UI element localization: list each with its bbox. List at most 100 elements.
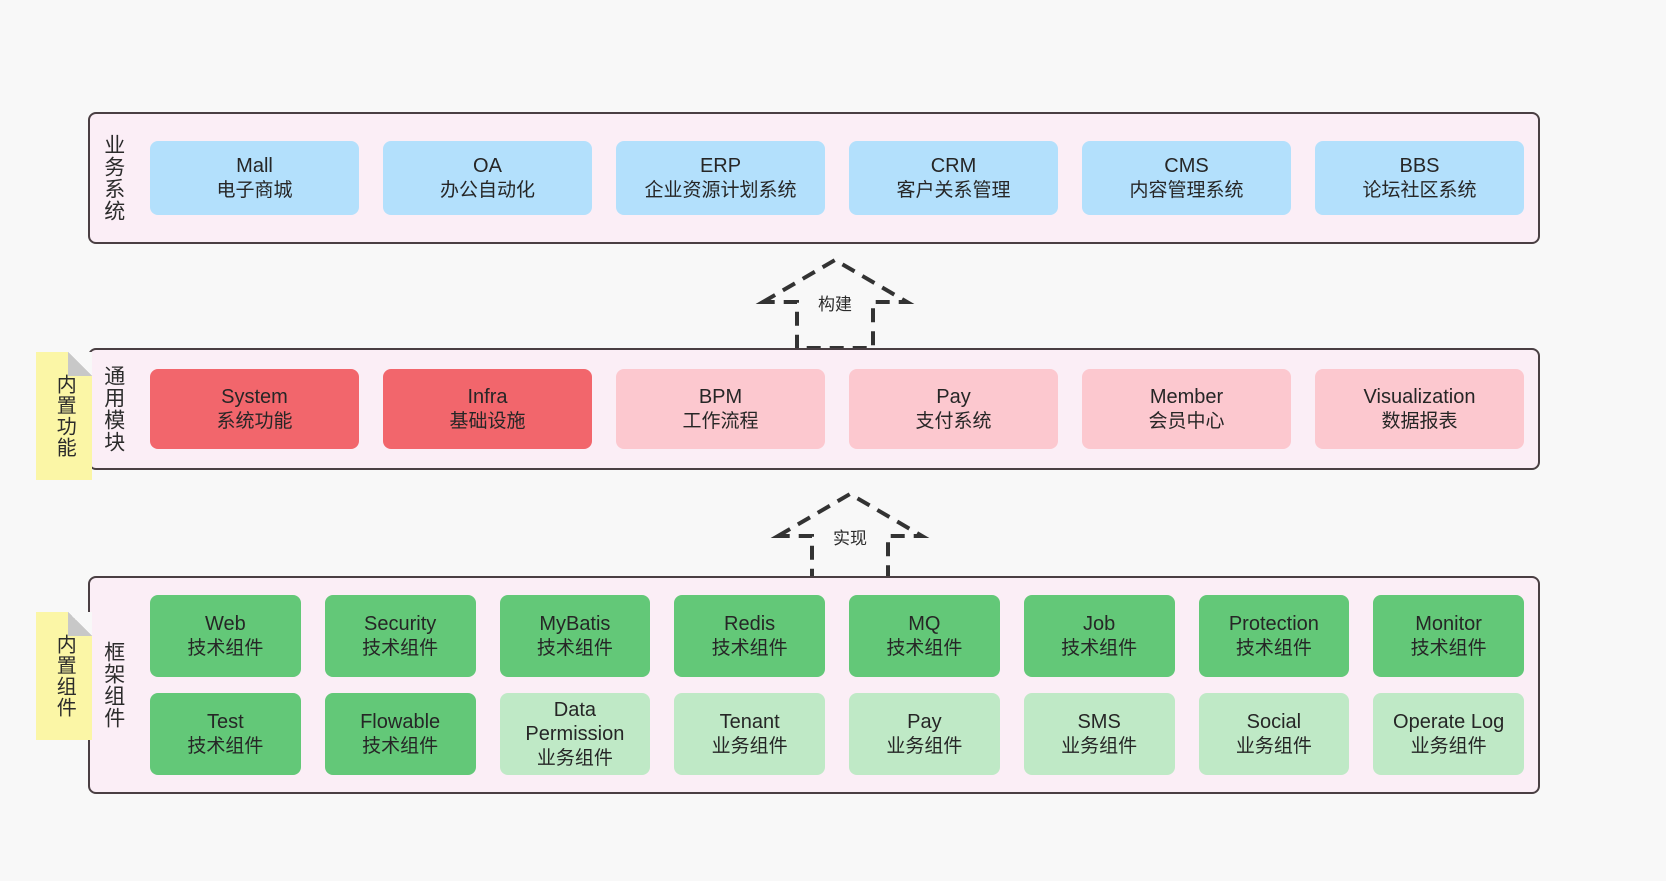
node-data-permission[interactable]: Data Permission 业务组件 <box>499 693 651 775</box>
framework-node-row-technical: Web 技术组件 Security 技术组件 MyBatis 技术组件 Redi… <box>150 595 1524 677</box>
node-pay-component-title: Pay <box>907 711 942 734</box>
node-flowable-title: Flowable <box>360 711 441 734</box>
node-test-desc: 技术组件 <box>187 735 264 757</box>
node-bpm-desc: 工作流程 <box>682 410 759 432</box>
arrow-implement-glyph <box>770 491 930 584</box>
node-operate-log-desc: 业务组件 <box>1410 735 1487 757</box>
node-data-permission-title-line2: Permission <box>525 723 625 746</box>
node-test-title: Test <box>207 711 244 734</box>
node-mybatis-title: MyBatis <box>539 613 611 636</box>
node-bpm[interactable]: BPM 工作流程 <box>616 369 825 449</box>
node-cms[interactable]: CMS 内容管理系统 <box>1082 141 1291 215</box>
sticky-note-builtin-component: 内置组件 <box>36 612 92 740</box>
node-pay-module-title: Pay <box>936 386 971 409</box>
node-pay-module-desc: 支付系统 <box>915 410 992 432</box>
node-cms-title: CMS <box>1164 155 1209 178</box>
node-bbs[interactable]: BBS 论坛社区系统 <box>1315 141 1524 215</box>
node-cms-desc: 内容管理系统 <box>1129 179 1244 201</box>
node-bbs-desc: 论坛社区系统 <box>1362 179 1477 201</box>
node-visualization-desc: 数据报表 <box>1381 410 1458 432</box>
node-protection-desc: 技术组件 <box>1235 637 1312 659</box>
sticky-note-builtin-component-label: 内置组件 <box>53 634 76 718</box>
node-tenant-title: Tenant <box>719 711 780 734</box>
arrow-implement-label: 实现 <box>833 529 867 548</box>
node-infra-title: Infra <box>467 386 508 409</box>
node-operate-log[interactable]: Operate Log 业务组件 <box>1373 693 1524 775</box>
node-redis[interactable]: Redis 技术组件 <box>674 595 825 677</box>
node-monitor-desc: 技术组件 <box>1410 637 1487 659</box>
sticky-note-builtin-function-label: 内置功能 <box>53 374 76 458</box>
node-sms[interactable]: SMS 业务组件 <box>1023 693 1175 775</box>
node-pay-module[interactable]: Pay 支付系统 <box>849 369 1058 449</box>
node-redis-desc: 技术组件 <box>711 637 788 659</box>
node-erp-title: ERP <box>699 155 742 178</box>
node-erp[interactable]: ERP 企业资源计划系统 <box>616 141 825 215</box>
node-flowable-desc: 技术组件 <box>362 735 439 757</box>
node-data-permission-desc: 业务组件 <box>536 747 613 769</box>
node-visualization-title: Visualization <box>1363 386 1476 409</box>
framework-layer-label: 框架组件 <box>101 641 125 729</box>
node-crm-desc: 客户关系管理 <box>896 179 1011 201</box>
common-layer-label: 通用模块 <box>101 365 125 453</box>
node-erp-desc: 企业资源计划系统 <box>644 179 797 201</box>
node-sms-desc: 业务组件 <box>1061 735 1138 757</box>
business-layer-body: Mall 电子商城 OA 办公自动化 ERP 企业资源计划系统 CRM 客户关系… <box>136 114 1538 242</box>
node-bbs-title: BBS <box>1399 155 1440 178</box>
node-visualization[interactable]: Visualization 数据报表 <box>1315 369 1524 449</box>
sticky-note-builtin-function: 内置功能 <box>36 352 92 480</box>
node-monitor-title: Monitor <box>1415 613 1482 636</box>
node-oa[interactable]: OA 办公自动化 <box>383 141 592 215</box>
business-node-row: Mall 电子商城 OA 办公自动化 ERP 企业资源计划系统 CRM 客户关系… <box>150 141 1524 215</box>
node-infra[interactable]: Infra 基础设施 <box>383 369 592 449</box>
node-job-title: Job <box>1083 613 1116 636</box>
node-mall-desc: 电子商城 <box>216 179 293 201</box>
node-system[interactable]: System 系统功能 <box>150 369 359 449</box>
node-crm[interactable]: CRM 客户关系管理 <box>849 141 1058 215</box>
node-member[interactable]: Member 会员中心 <box>1082 369 1291 449</box>
node-oa-title: OA <box>473 155 502 178</box>
node-system-desc: 系统功能 <box>216 410 293 432</box>
node-web[interactable]: Web 技术组件 <box>150 595 301 677</box>
node-test[interactable]: Test 技术组件 <box>150 693 301 775</box>
node-protection-title: Protection <box>1228 613 1319 636</box>
node-mybatis-desc: 技术组件 <box>536 637 613 659</box>
common-layer-body: System 系统功能 Infra 基础设施 BPM 工作流程 Pay 支付系统… <box>136 350 1538 468</box>
node-mall[interactable]: Mall 电子商城 <box>150 141 359 215</box>
node-redis-title: Redis <box>724 613 776 636</box>
node-monitor[interactable]: Monitor 技术组件 <box>1373 595 1524 677</box>
node-tenant[interactable]: Tenant 业务组件 <box>674 693 825 775</box>
framework-layer-body: Web 技术组件 Security 技术组件 MyBatis 技术组件 Redi… <box>136 578 1538 792</box>
arrow-build-label: 构建 <box>818 295 852 314</box>
business-layer-label: 业务系统 <box>101 134 125 222</box>
node-mq-desc: 技术组件 <box>886 637 963 659</box>
node-system-title: System <box>221 386 288 409</box>
node-mq[interactable]: MQ 技术组件 <box>849 595 1000 677</box>
common-module-layer: 通用模块 System 系统功能 Infra 基础设施 BPM 工作流程 Pay… <box>88 348 1540 470</box>
framework-node-row-business: Test 技术组件 Flowable 技术组件 Data Permission … <box>150 693 1524 775</box>
node-flowable[interactable]: Flowable 技术组件 <box>324 693 476 775</box>
node-mq-title: MQ <box>908 613 941 636</box>
node-infra-desc: 基础设施 <box>449 410 526 432</box>
common-node-row: System 系统功能 Infra 基础设施 BPM 工作流程 Pay 支付系统… <box>150 369 1524 449</box>
framework-component-layer: 框架组件 Web 技术组件 Security 技术组件 MyBatis 技术组件… <box>88 576 1540 794</box>
node-social-title: Social <box>1246 711 1302 734</box>
node-protection[interactable]: Protection 技术组件 <box>1198 595 1350 677</box>
node-tenant-desc: 业务组件 <box>711 735 788 757</box>
node-bpm-title: BPM <box>698 386 743 409</box>
node-web-desc: 技术组件 <box>187 637 264 659</box>
generalization-arrow-implement: 实现 <box>760 486 940 586</box>
node-mall-title: Mall <box>236 155 273 178</box>
node-sms-title: SMS <box>1077 711 1121 734</box>
node-pay-component-desc: 业务组件 <box>886 735 963 757</box>
node-pay-component[interactable]: Pay 业务组件 <box>849 693 1000 775</box>
node-social-desc: 业务组件 <box>1235 735 1312 757</box>
node-oa-desc: 办公自动化 <box>439 179 535 201</box>
node-operate-log-title: Operate Log <box>1393 711 1505 734</box>
node-security-title: Security <box>364 613 437 636</box>
node-mybatis[interactable]: MyBatis 技术组件 <box>499 595 651 677</box>
generalization-arrow-build: 构建 <box>745 252 925 352</box>
arrow-build-glyph <box>755 257 915 350</box>
node-security[interactable]: Security 技术组件 <box>324 595 476 677</box>
node-job[interactable]: Job 技术组件 <box>1023 595 1175 677</box>
node-social[interactable]: Social 业务组件 <box>1198 693 1350 775</box>
